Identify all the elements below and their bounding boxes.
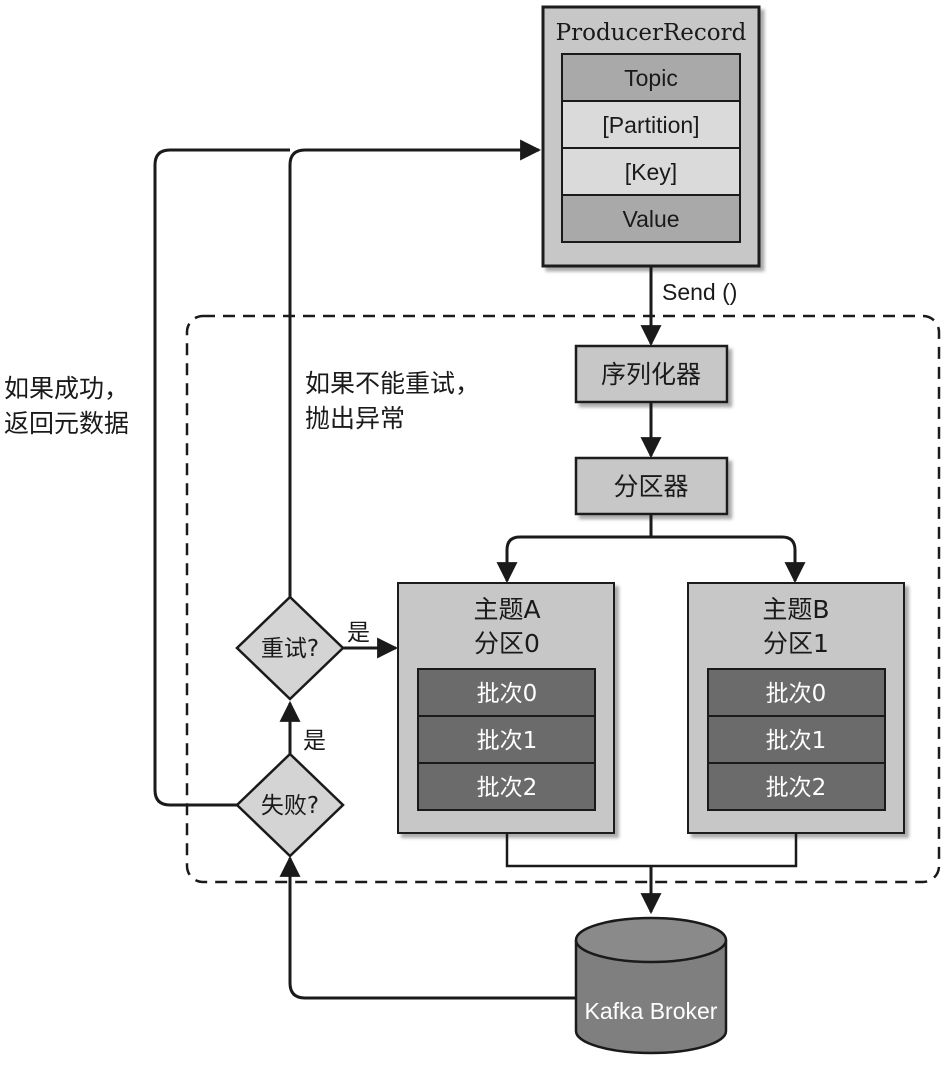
retry-decision-label: 重试? (261, 636, 319, 662)
partitions-merge-path (505, 833, 798, 868)
fail-decision: 失败? (235, 752, 345, 858)
partition-a-batch-1 (417, 715, 596, 764)
partitioner-label: 分区器 (613, 472, 688, 501)
partition-b-batch-0-label: 批次0 (766, 681, 827, 707)
partition-a-batch-2-label: 批次2 (477, 775, 538, 801)
broker-to-fail-arrow (279, 855, 576, 1000)
partition-b: 主题B 分区1 批次0 批次1 批次2 (687, 582, 905, 834)
partition-a-batch-1-label: 批次1 (477, 728, 538, 754)
success-arrow (153, 148, 290, 807)
partition-a-title-1: 主题A (473, 595, 540, 624)
partition-a-batch-2 (417, 762, 596, 811)
no-retry-note-line1: 如果不能重试， (305, 369, 480, 398)
fail-yes-label: 是 (303, 728, 326, 754)
send-label: Send () (662, 279, 737, 305)
partition-a-title-2: 分区0 (474, 629, 540, 658)
partition-b-batch-2-label: 批次2 (766, 775, 827, 801)
success-note-line1: 如果成功， (4, 374, 129, 403)
no-retry-note-line2: 抛出异常 (305, 404, 405, 433)
partition-b-batch-1-label: 批次1 (766, 728, 827, 754)
partition-b-batch-1 (707, 715, 886, 764)
serializer-box: 序列化器 (574, 344, 729, 404)
partition-b-title-1: 主题B (762, 595, 829, 624)
retry-yes-label: 是 (347, 620, 370, 646)
partitioner-box: 分区器 (574, 456, 729, 516)
producer-record: ProducerRecord Topic [Partition] [Key] V… (541, 5, 761, 268)
partition-b-batch-0 (707, 668, 886, 717)
arrow-to-partition-a (496, 535, 521, 584)
partition-a-batch-0 (417, 668, 596, 717)
field-topic (561, 53, 741, 102)
no-retry-arrow (288, 139, 542, 597)
serializer-label: 序列化器 (601, 360, 701, 389)
retry-decision: 重试? (235, 595, 345, 701)
field-topic-label: Topic (624, 65, 678, 91)
success-note-line2: 返回元数据 (4, 409, 129, 438)
producer-boundary (185, 314, 941, 884)
broker-label: Kafka Broker (585, 998, 718, 1024)
producer-record-title: ProducerRecord (556, 20, 747, 46)
field-partition-label: [Partition] (602, 112, 699, 138)
fail-decision-label: 失败? (261, 793, 319, 819)
partition-b-batch-2 (707, 762, 886, 811)
field-key-label: [Key] (625, 159, 677, 185)
kafka-broker: Kafka Broker (574, 916, 728, 1055)
arrow-to-partition-b (781, 535, 806, 584)
field-value (561, 194, 741, 243)
partition-a: 主题A 分区0 批次0 批次1 批次2 (397, 582, 615, 834)
field-value-label: Value (622, 206, 679, 232)
partition-a-batch-0-label: 批次0 (477, 681, 538, 707)
partition-b-title-2: 分区1 (763, 629, 829, 658)
partitioner-split-path (520, 514, 782, 539)
